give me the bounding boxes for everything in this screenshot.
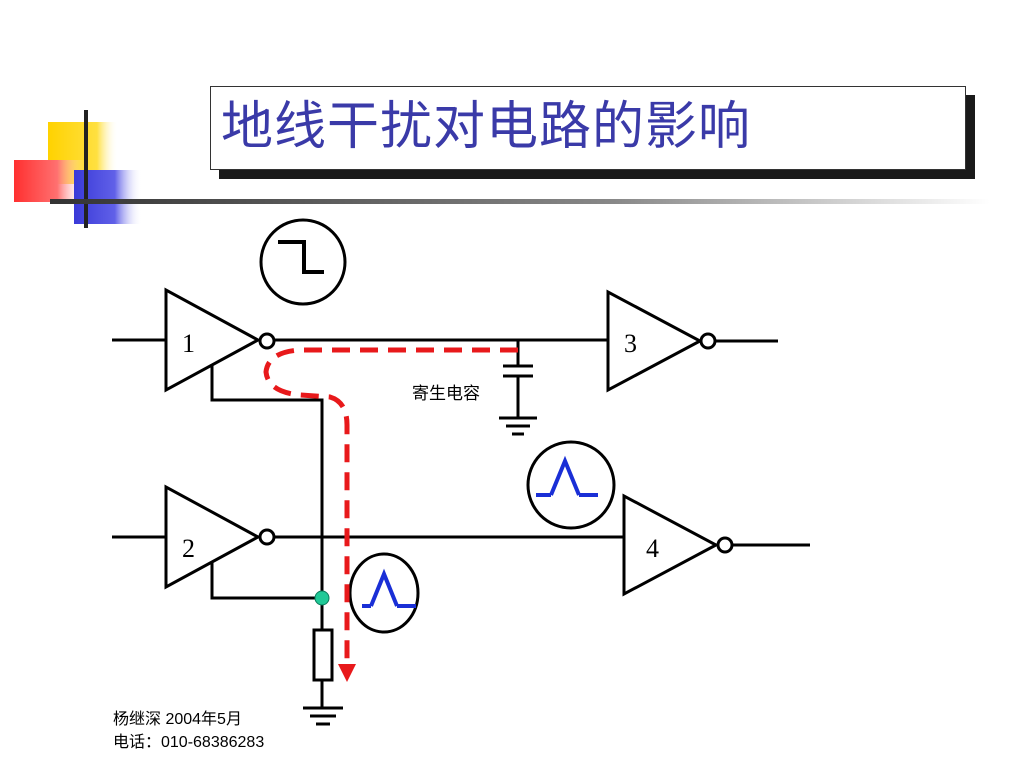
capacitor-icon [503,340,533,418]
slide-title: 地线干扰对电路的影响 [221,97,752,157]
ground-current-arrowhead [338,664,356,682]
slide-decoration [14,110,990,228]
deco-horizontal-rule [50,199,990,204]
falling-edge-waveform [278,240,324,274]
resistor-icon [312,628,334,682]
deco-vertical-line [84,110,88,228]
gate-2-ground-wire [210,562,322,600]
ground-current-path [263,347,518,668]
falling-edge-waveform-icon [259,218,347,306]
noise-pulse-icon-signal-line [526,440,616,530]
noise-pulse-waveform-ground [362,568,416,608]
footer-phone: 电话：010-68386283 [113,734,265,751]
gate-3 [606,289,704,393]
gate-2-label: 2 [182,534,195,563]
footer-author-date: 杨继深 2004年5月 [113,711,242,728]
footer: 杨继深 2004年5月 电话：010-68386283 [113,708,264,754]
capacitor-label: 寄生电容 [412,384,480,404]
gate-4-label: 4 [646,534,659,563]
gate-3-inverter-bubble [699,332,717,350]
noise-pulse-waveform-signal-line [536,455,598,497]
gate-1-inverter-bubble [258,332,276,350]
gate-4-inverter-bubble [716,536,734,554]
capacitor-ground-symbol-icon [499,416,537,436]
gate-1-label: 1 [182,329,195,358]
gate-3-label: 3 [624,329,637,358]
gate-1-ground-wire [210,365,324,598]
title-box: 地线干扰对电路的影响 [210,86,966,170]
noise-pulse-icon-ground [348,552,420,634]
ground-symbol-icon [303,706,343,726]
gate-4 [622,493,720,597]
ground-junction-node [314,590,330,606]
gate-2-inverter-bubble [258,528,276,546]
